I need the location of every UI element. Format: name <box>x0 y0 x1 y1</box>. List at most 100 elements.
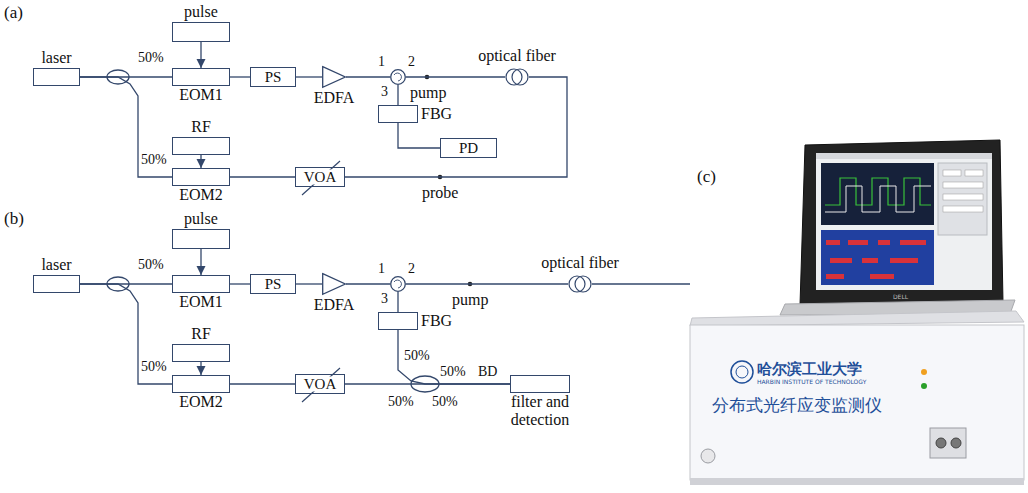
university-logo <box>731 361 753 383</box>
fiber-link <box>406 283 568 284</box>
component-box: RF <box>172 344 230 362</box>
ui-field <box>943 182 983 188</box>
control-panel <box>938 163 987 235</box>
attenuator-slash <box>302 368 340 402</box>
component-label: laser <box>41 49 71 67</box>
fiber-link <box>230 283 250 284</box>
strain-map-panel <box>821 230 934 285</box>
component-label: EOM2 <box>179 186 223 204</box>
circulator-shape <box>391 277 406 292</box>
instrument-lid <box>690 311 1024 326</box>
component-box: laser <box>33 68 80 86</box>
waveform-trace <box>825 186 931 212</box>
brand-mark: DELL <box>893 294 908 301</box>
amplifier-triangle: EDFA <box>322 66 346 88</box>
ui-button <box>943 170 961 176</box>
port-name: probe <box>422 184 458 202</box>
fiber-link <box>80 77 172 177</box>
component-label: RF <box>191 325 211 343</box>
split-ratio: 50% <box>138 50 164 65</box>
panel-letter: (c) <box>697 168 716 187</box>
fiber-link <box>398 330 510 384</box>
component-label: EDFA <box>314 89 355 107</box>
strain-segment <box>878 240 890 245</box>
strain-segment <box>830 258 852 263</box>
circulator-circle-outline <box>390 276 406 292</box>
indicator-light <box>921 383 927 389</box>
component-box: filter and detection <box>510 375 570 393</box>
instrument-base <box>690 478 1024 485</box>
fiber-coil-outline <box>568 274 592 294</box>
amplifier-triangle: EDFA <box>322 273 346 295</box>
split-ratio: 50% <box>388 394 414 409</box>
fiber-link <box>398 123 440 148</box>
component-label: optical fiber <box>478 47 556 65</box>
strain-segment <box>900 240 926 245</box>
split-ratio: 50% <box>138 257 164 272</box>
fiber-line <box>592 283 690 284</box>
fiber-link <box>397 85 398 105</box>
component-box: pulse <box>172 22 230 42</box>
circulator-circle-outline <box>390 69 406 85</box>
component-box: pulse <box>172 229 230 249</box>
fiber-link <box>230 383 295 384</box>
ui-field <box>943 194 983 200</box>
amplifier-triangle-outline <box>322 66 346 88</box>
port-name: pump <box>452 291 488 309</box>
component-name: BD <box>478 364 497 379</box>
component-label: EOM1 <box>179 293 223 311</box>
strain-segment <box>848 240 868 245</box>
component-label: pulse <box>184 3 218 21</box>
component-label: filter and detection <box>494 393 586 428</box>
split-ratio: 50% <box>404 348 430 363</box>
fiber-link <box>346 283 390 284</box>
circulator-direction <box>394 73 401 81</box>
component-box: FBG <box>378 312 418 330</box>
circulator-direction <box>394 280 401 288</box>
component-box: laser <box>33 275 80 293</box>
fiber-link <box>200 362 201 375</box>
laptop-screen <box>816 153 992 290</box>
fiber-link <box>296 76 322 77</box>
component-label: PS <box>265 277 282 292</box>
component-label: VOA <box>302 377 339 392</box>
port-number: 2 <box>408 54 415 69</box>
port-number: 3 <box>381 291 388 306</box>
fiber-coil: optical fiber <box>568 274 592 294</box>
fiber-link <box>406 76 505 77</box>
component-label: VOA <box>302 170 339 185</box>
fiber-link <box>80 284 172 384</box>
window-title-bar <box>816 153 992 159</box>
component-box: EOM1 <box>172 68 230 86</box>
split-ratio: 50% <box>141 152 167 167</box>
split-ratio: 50% <box>432 394 458 409</box>
component-box: PS <box>250 274 296 294</box>
strain-segment <box>862 258 878 263</box>
indicator-light <box>921 369 927 375</box>
split-ratio: 50% <box>141 359 167 374</box>
component-label: EDFA <box>314 296 355 314</box>
component-label: EOM1 <box>179 86 223 104</box>
component-box: EOM2 <box>172 168 230 186</box>
ui-field <box>943 206 983 212</box>
port-number: 2 <box>408 261 415 276</box>
component-label: FBG <box>421 312 452 330</box>
fiber-connector <box>951 438 961 448</box>
waveform-trace <box>825 178 931 205</box>
fiber-connector <box>936 438 946 448</box>
fiber-link <box>397 292 398 312</box>
component-label: PS <box>265 70 282 85</box>
circulator-shape <box>391 70 406 85</box>
circulator-circle: 123 <box>390 276 406 292</box>
fiber-link <box>345 383 510 384</box>
component-label: EOM2 <box>179 393 223 411</box>
fiber-link <box>296 283 322 284</box>
university-name-english: HARBIN INSTITUTE OF TECHNOLOGY <box>757 379 866 386</box>
strain-segment <box>826 240 840 245</box>
component-label: pulse <box>184 210 218 228</box>
port-name: pump <box>410 84 446 102</box>
split-ratio: 50% <box>440 364 466 379</box>
component-label: RF <box>191 118 211 136</box>
